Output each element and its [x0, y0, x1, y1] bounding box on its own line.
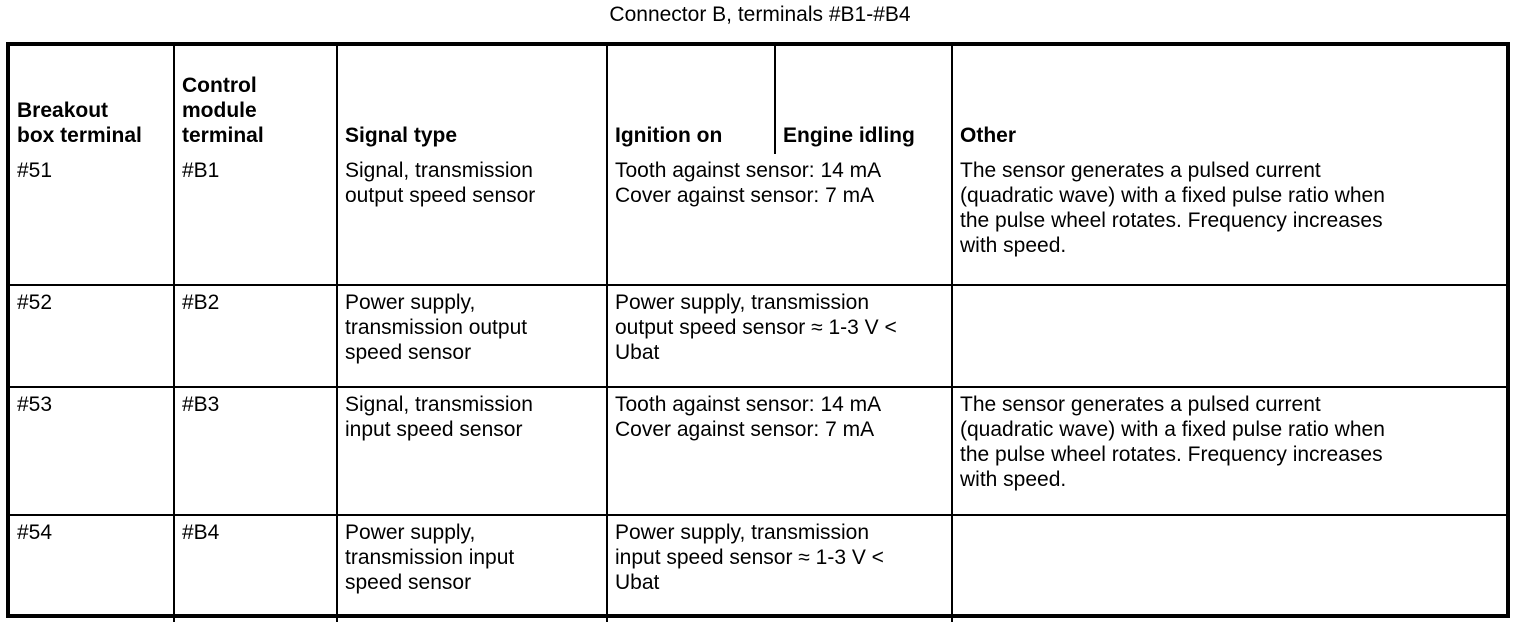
- value-signal-type: Power supply, transmission output speed …: [345, 291, 528, 364]
- cell-control-module-terminal: #B4: [173, 514, 338, 622]
- value-other: The sensor generates a pulsed current (q…: [960, 159, 1385, 257]
- table-caption: Connector B, terminals #B1-#B4: [609, 3, 911, 26]
- header-engine-idling-label: Engine idling: [783, 124, 915, 147]
- cell-breakout-box-terminal: #52: [10, 284, 175, 388]
- value-breakout-box-terminal: #51: [17, 159, 53, 182]
- cell-breakout-box-terminal: #53: [10, 386, 175, 516]
- value-signal-type: Signal, transmission input speed sensor: [345, 393, 533, 441]
- header-other-label: Other: [960, 124, 1017, 147]
- cell-measurement: Tooth against sensor: 14 mA Cover agains…: [606, 154, 953, 286]
- cell-measurement: Power supply, transmission input speed s…: [606, 514, 953, 622]
- cell-other: The sensor generates a pulsed current (q…: [951, 386, 1510, 516]
- header-control-module-terminal-label: Control module terminal: [182, 74, 264, 147]
- value-measurement: Power supply, transmission input speed s…: [615, 521, 884, 594]
- cell-control-module-terminal: #B2: [173, 284, 338, 388]
- table-row: #51 #B1 Signal, transmission output spee…: [10, 154, 1510, 286]
- value-measurement: Tooth against sensor: 14 mA Cover agains…: [615, 159, 882, 207]
- cell-signal-type: Signal, transmission input speed sensor: [336, 386, 608, 516]
- cell-signal-type: Power supply, transmission output speed …: [336, 284, 608, 388]
- cell-control-module-terminal: #B3: [173, 386, 338, 516]
- cell-signal-type: Signal, transmission output speed sensor: [336, 154, 608, 286]
- table-header-row: Breakout box terminal Control module ter…: [10, 46, 1510, 154]
- cell-other: The sensor generates a pulsed current (q…: [951, 154, 1510, 286]
- spec-table-container: Breakout box terminal Control module ter…: [6, 42, 1510, 622]
- cell-signal-type: Power supply, transmission input speed s…: [336, 514, 608, 622]
- header-other: Other: [951, 46, 1510, 154]
- header-ignition-on: Ignition on: [606, 46, 776, 154]
- value-signal-type: Power supply, transmission input speed s…: [345, 521, 515, 594]
- connector-b-terminal-table: Breakout box terminal Control module ter…: [10, 46, 1510, 622]
- cell-other: [951, 284, 1510, 388]
- table-row: #52 #B2 Power supply, transmission outpu…: [10, 284, 1510, 388]
- cell-measurement: Tooth against sensor: 14 mA Cover agains…: [606, 386, 953, 516]
- value-measurement: Tooth against sensor: 14 mA Cover agains…: [615, 393, 882, 441]
- header-breakout-box-terminal: Breakout box terminal: [10, 46, 175, 154]
- value-breakout-box-terminal: #54: [17, 521, 53, 544]
- value-breakout-box-terminal: #53: [17, 393, 53, 416]
- cell-breakout-box-terminal: #54: [10, 514, 175, 622]
- cell-measurement: Power supply, transmission output speed …: [606, 284, 953, 388]
- header-ignition-on-label: Ignition on: [615, 124, 723, 147]
- value-other: The sensor generates a pulsed current (q…: [960, 393, 1385, 491]
- value-signal-type: Signal, transmission output speed sensor: [345, 159, 536, 207]
- value-control-module-terminal: #B4: [182, 521, 220, 544]
- table-header: Breakout box terminal Control module ter…: [10, 46, 1510, 154]
- header-signal-type-label: Signal type: [345, 124, 458, 147]
- header-control-module-terminal: Control module terminal: [173, 46, 338, 154]
- table-row: #53 #B3 Signal, transmission input speed…: [10, 386, 1510, 516]
- header-engine-idling: Engine idling: [774, 46, 953, 154]
- table-body: #51 #B1 Signal, transmission output spee…: [10, 154, 1510, 622]
- cell-control-module-terminal: #B1: [173, 154, 338, 286]
- table-row: #54 #B4 Power supply, transmission input…: [10, 514, 1510, 622]
- value-control-module-terminal: #B2: [182, 291, 220, 314]
- value-measurement: Power supply, transmission output speed …: [615, 291, 897, 364]
- cell-breakout-box-terminal: #51: [10, 154, 175, 286]
- header-signal-type: Signal type: [336, 46, 608, 154]
- value-control-module-terminal: #B3: [182, 393, 220, 416]
- value-breakout-box-terminal: #52: [17, 291, 53, 314]
- header-breakout-box-terminal-label: Breakout box terminal: [17, 99, 142, 147]
- cell-other: [951, 514, 1510, 622]
- value-control-module-terminal: #B1: [182, 159, 220, 182]
